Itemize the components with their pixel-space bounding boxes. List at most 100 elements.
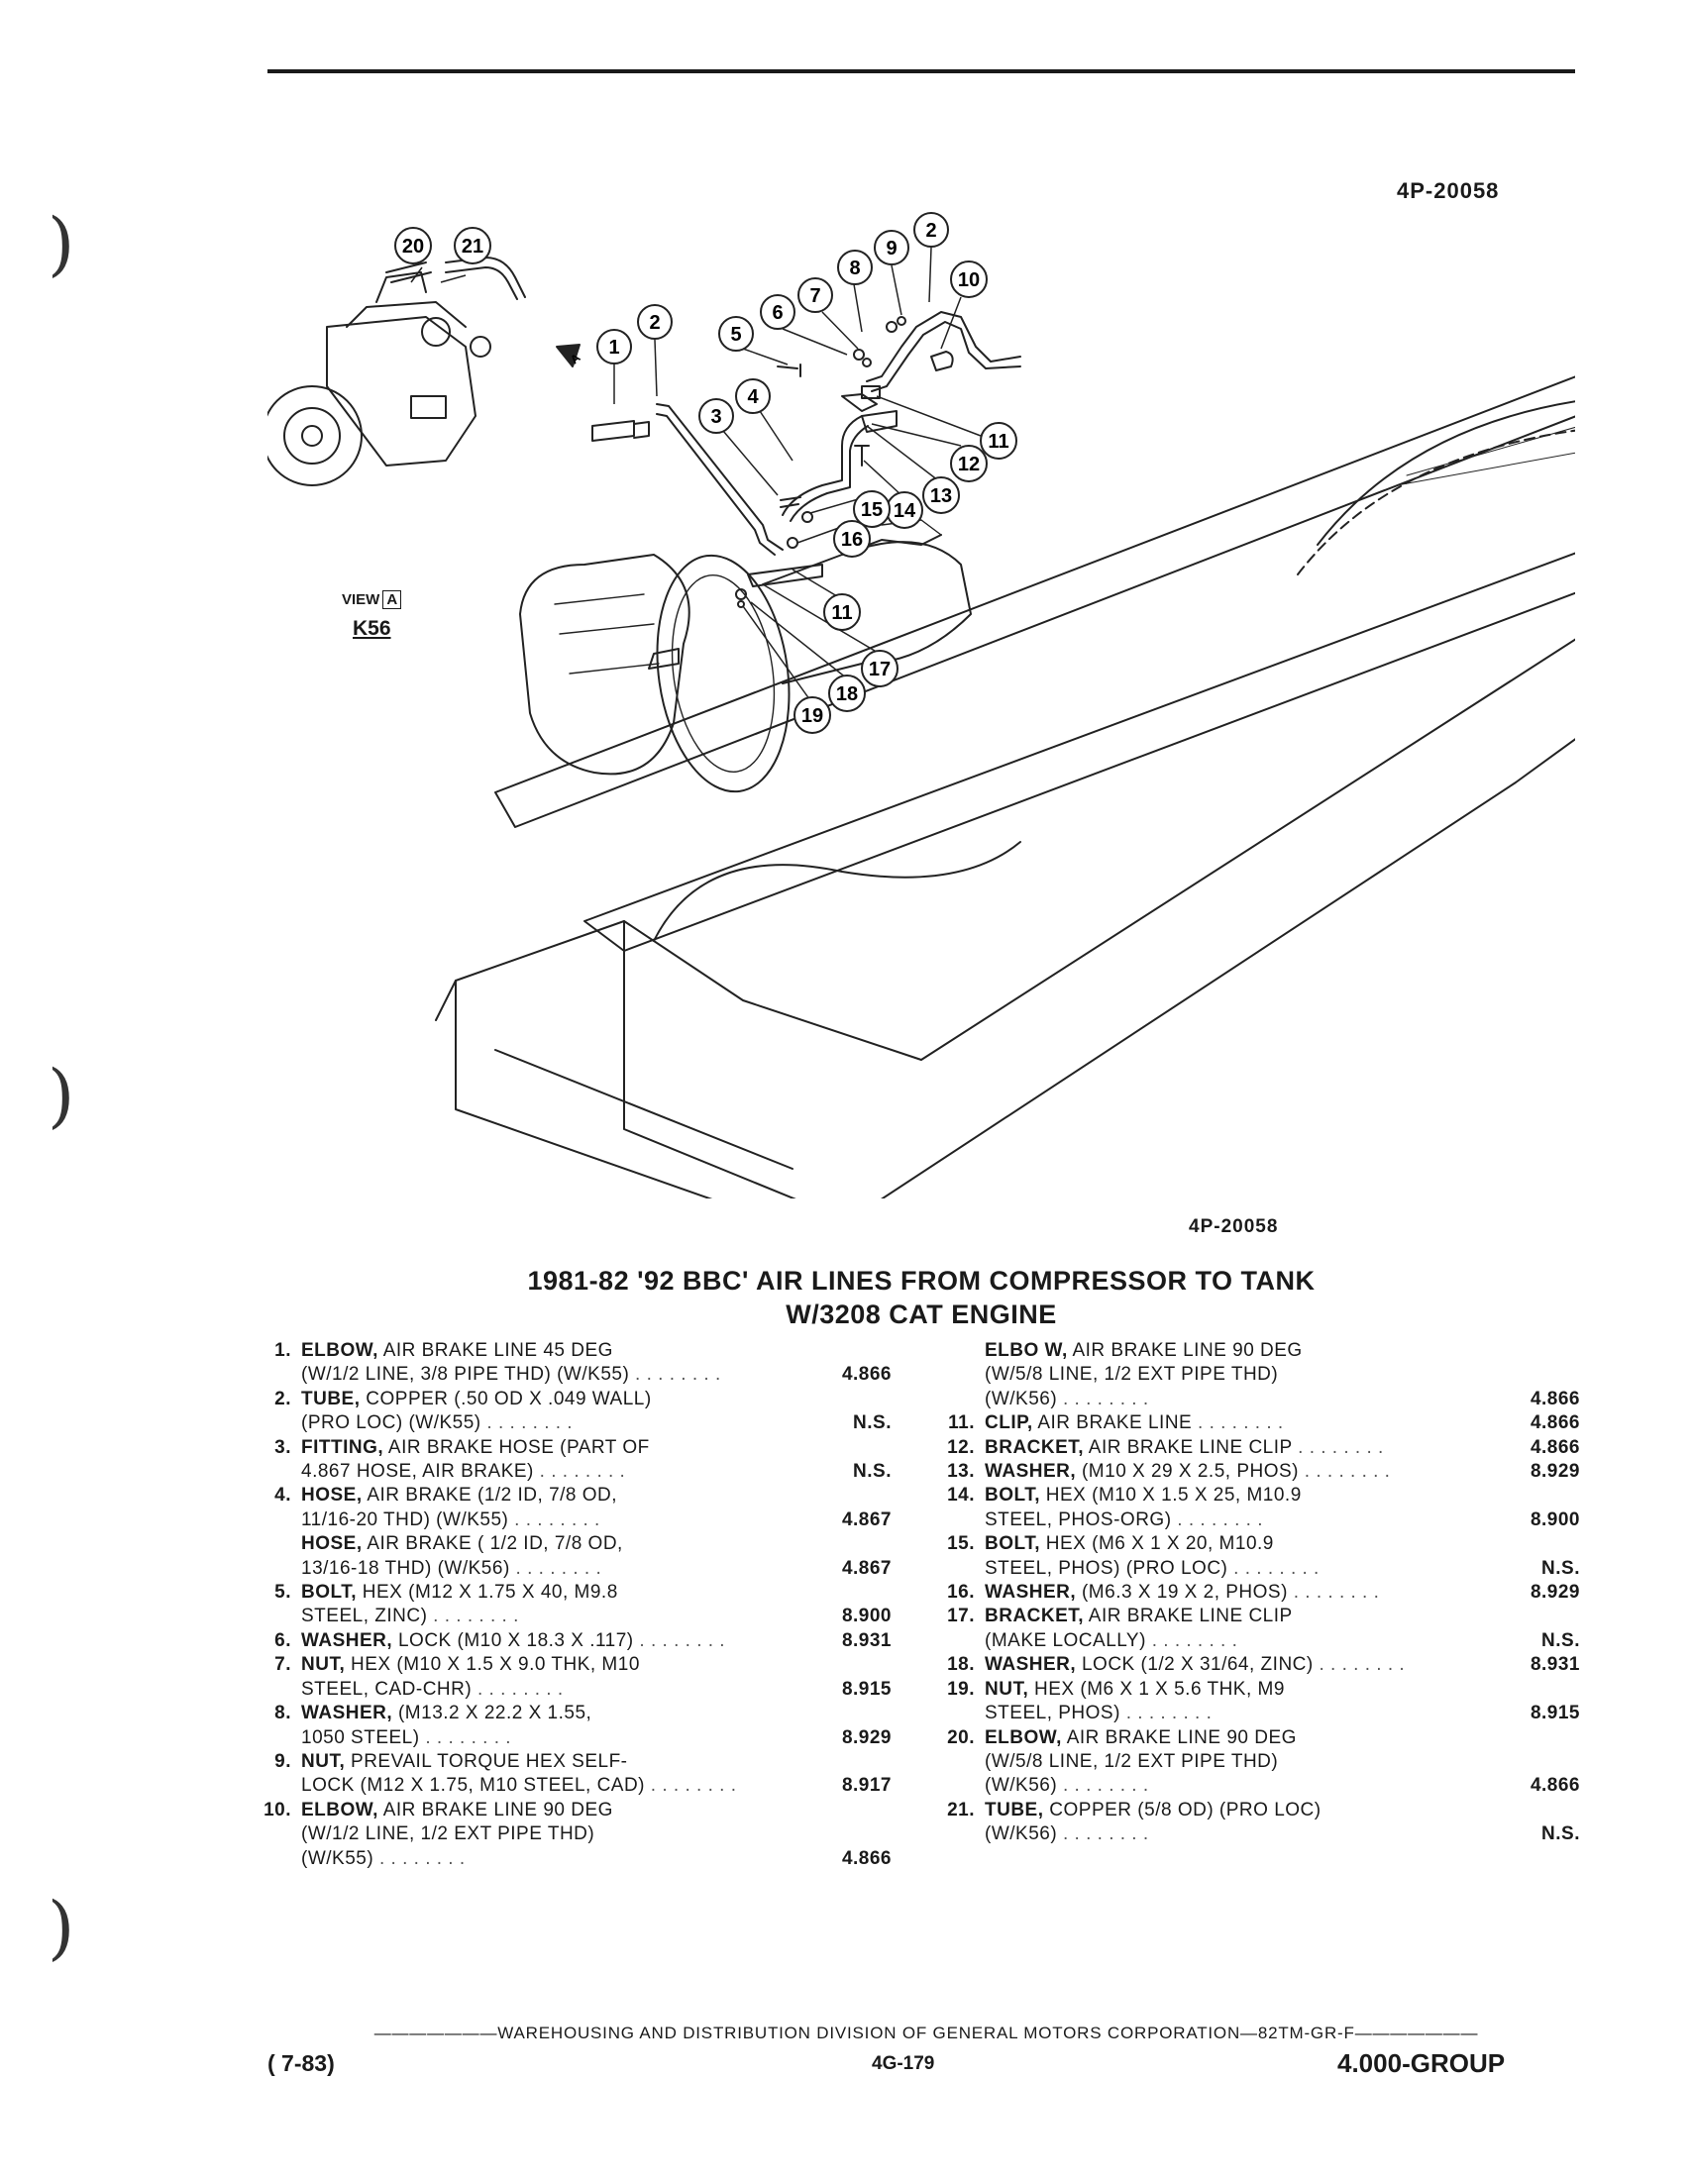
frame-rail-top <box>494 375 1575 828</box>
part-description-text: AIR BRAKE (1/2 ID, 7/8 OD, <box>367 1485 618 1507</box>
part-number <box>248 1532 297 1581</box>
leader-dots: . . . . . . . . <box>1057 1388 1149 1409</box>
part-description-text: HEX (M10 X 1.5 X 25, M10.9 <box>1045 1485 1302 1507</box>
part-description-text: HEX (M12 X 1.75 X 40, M9.8 <box>362 1582 618 1604</box>
part-row: 10.ELBOW, AIR BRAKE LINE 90 DEG(W/1/2 LI… <box>248 1799 892 1871</box>
part-description-line: FITTING, AIR BRAKE HOSE (PART OF <box>301 1436 798 1460</box>
part-description-line: STEEL, PHOS-ORG) . . . . . . . . <box>985 1508 1487 1532</box>
leader-dots: . . . . . . . . <box>508 1508 600 1530</box>
binder-hole-mark: ) <box>48 203 75 284</box>
part-description-line: STEEL, PHOS) . . . . . . . . <box>985 1702 1487 1725</box>
part-name: BRACKET, <box>985 1436 1085 1458</box>
part-group-number: N.S. <box>1541 1629 1580 1651</box>
part-description-text: 11/16-20 THD) (W/K55) <box>301 1508 509 1530</box>
part-description-line: CLIP, AIR BRAKE LINE . . . . . . . . <box>985 1411 1487 1435</box>
leader-dots: . . . . . . . . <box>629 1364 721 1386</box>
tube-2-upper <box>866 311 1021 382</box>
elbow-1 <box>591 420 635 442</box>
part-row: 12. BRACKET, AIR BRAKE LINE CLIP . . . . … <box>931 1436 1580 1460</box>
part-number: 1. <box>274 1340 291 1361</box>
part-number: 20. <box>947 1726 975 1748</box>
view-ref-box: A <box>382 590 402 609</box>
part-name: BOLT, <box>301 1582 357 1604</box>
part-number: 19. <box>947 1678 975 1700</box>
bracket-17 <box>747 564 823 587</box>
frame-rail-inner <box>583 552 1575 952</box>
part-name: WASHER, <box>985 1582 1077 1604</box>
page-title: 1981-82 '92 BBC' AIR LINES FROM COMPRESS… <box>527 1266 1316 1296</box>
part-group-number: 8.915 <box>841 1678 892 1700</box>
part-number: 17. <box>947 1606 975 1627</box>
part-group-number: 4.866 <box>1530 1412 1580 1434</box>
part-description: ELBOW, AIR BRAKE LINE 90 DEG(W/5/8 LINE,… <box>985 1726 1487 1799</box>
leader-dots: . . . . . . . . <box>645 1775 737 1797</box>
part-row: 11. CLIP, AIR BRAKE LINE . . . . . . . . 4… <box>931 1411 1580 1435</box>
part-name: WASHER, <box>301 1703 393 1724</box>
leader-dots: . . . . . . . . <box>1119 1703 1213 1724</box>
part-description-text: (M6.3 X 19 X 2, PHOS) <box>1081 1582 1288 1604</box>
callout-5-label: 5 <box>730 324 741 346</box>
part-description-line: STEEL, CAD-CHR) . . . . . . . . <box>301 1678 798 1702</box>
part-description-line: (W/1/2 LINE, 1/2 EXT PIPE THD) <box>301 1822 798 1846</box>
part-description-line: 13/16-18 THD) (W/K56) . . . . . . . . <box>301 1557 798 1581</box>
part-number: 9. <box>274 1750 291 1772</box>
callout-16: 16 <box>833 520 871 558</box>
part-description: BRACKET, AIR BRAKE LINE CLIP . . . . . .… <box>985 1436 1487 1460</box>
part-description-line: TUBE, COPPER (.50 OD X .049 WALL) <box>301 1388 798 1411</box>
part-number: 21. <box>947 1799 975 1820</box>
part-description: TUBE, COPPER (.50 OD X .049 WALL)(PRO LO… <box>301 1388 798 1436</box>
part-description-text: (W/5/8 LINE, 1/2 EXT PIPE THD) <box>985 1364 1279 1386</box>
callout-20: 20 <box>394 227 432 264</box>
leader-dots: . . . . . . . . <box>633 1629 726 1651</box>
hose-4 <box>782 415 869 522</box>
callout-18: 18 <box>828 675 866 712</box>
callout-13: 13 <box>922 476 960 514</box>
leader-dots: . . . . . . . . <box>472 1678 564 1700</box>
part-group-number: 8.900 <box>841 1606 892 1627</box>
part-description-line: (W/1/2 LINE, 3/8 PIPE THD) (W/K55) . . .… <box>301 1363 798 1387</box>
part-number: 7. <box>274 1654 291 1676</box>
part-description-text: AIR BRAKE LINE 90 DEG <box>1072 1340 1303 1361</box>
callout-2-label: 2 <box>649 312 660 334</box>
part-name: ELBO W, <box>985 1340 1068 1361</box>
callout-6: 6 <box>760 294 795 330</box>
part-description-text: (W/K56) <box>985 1775 1058 1797</box>
leader-dots: . . . . . . . . <box>1145 1629 1238 1651</box>
frame-cross-member <box>494 1049 793 1170</box>
page-subtitle: W/3208 CAT ENGINE <box>786 1300 1057 1329</box>
part-number: 12. <box>947 1436 975 1458</box>
part-number: 18. <box>947 1654 975 1676</box>
part-row: 21. TUBE, COPPER (5/8 OD) (PRO LOC)(W/K56… <box>931 1799 1580 1847</box>
callout-2: 2 <box>637 304 673 340</box>
parts-list-left: 1.ELBOW, AIR BRAKE LINE 45 DEG(W/1/2 LIN… <box>248 1339 892 1871</box>
part-description-line: TUBE, COPPER (5/8 OD) (PRO LOC) <box>985 1799 1487 1822</box>
part-number: 11. <box>948 1412 975 1434</box>
part-description-line: ELBOW, AIR BRAKE LINE 90 DEG <box>301 1799 798 1822</box>
part-row: 4.HOSE, AIR BRAKE (1/2 ID, 7/8 OD,11/16-… <box>248 1484 892 1532</box>
part-description: NUT, PREVAIL TORQUE HEX SELF-LOCK (M12 X… <box>301 1750 798 1799</box>
part-group-number: 4.867 <box>841 1557 892 1579</box>
leader-dots: . . . . . . . . <box>509 1557 602 1579</box>
part-name: NUT, <box>301 1654 346 1676</box>
part-name: BOLT, <box>985 1485 1040 1507</box>
part-group-number: 8.917 <box>841 1775 892 1797</box>
part-description: WASHER, (M13.2 X 22.2 X 1.55,1050 STEEL)… <box>301 1702 798 1750</box>
part-description-line: WASHER, (M6.3 X 19 X 2, PHOS) . . . . . … <box>985 1581 1487 1605</box>
part-description-text: (W/K56) <box>985 1823 1058 1845</box>
leader-dots: . . . . . . . . <box>1057 1775 1149 1797</box>
callout-4: 4 <box>735 378 771 414</box>
part-description-text: AIR BRAKE LINE 45 DEG <box>382 1340 613 1361</box>
callout-3-label: 3 <box>710 406 721 428</box>
part-description: HOSE, AIR BRAKE (1/2 ID, 7/8 OD,11/16-20… <box>301 1484 798 1532</box>
part-description: TUBE, COPPER (5/8 OD) (PRO LOC)(W/K56) .… <box>985 1799 1487 1847</box>
part-row: 18.WASHER, LOCK (1/2 X 31/64, ZINC) . . … <box>931 1653 1580 1677</box>
part-number: 16. <box>947 1582 975 1604</box>
part-row: 17.BRACKET, AIR BRAKE LINE CLIP(MAKE LOC… <box>931 1605 1580 1653</box>
air-compressor <box>267 271 491 486</box>
part-description: HOSE, AIR BRAKE ( 1/2 ID, 7/8 OD,13/16-1… <box>301 1532 798 1581</box>
part-description-text: (M13.2 X 22.2 X 1.55, <box>397 1703 592 1724</box>
part-number: 2. <box>274 1388 291 1409</box>
